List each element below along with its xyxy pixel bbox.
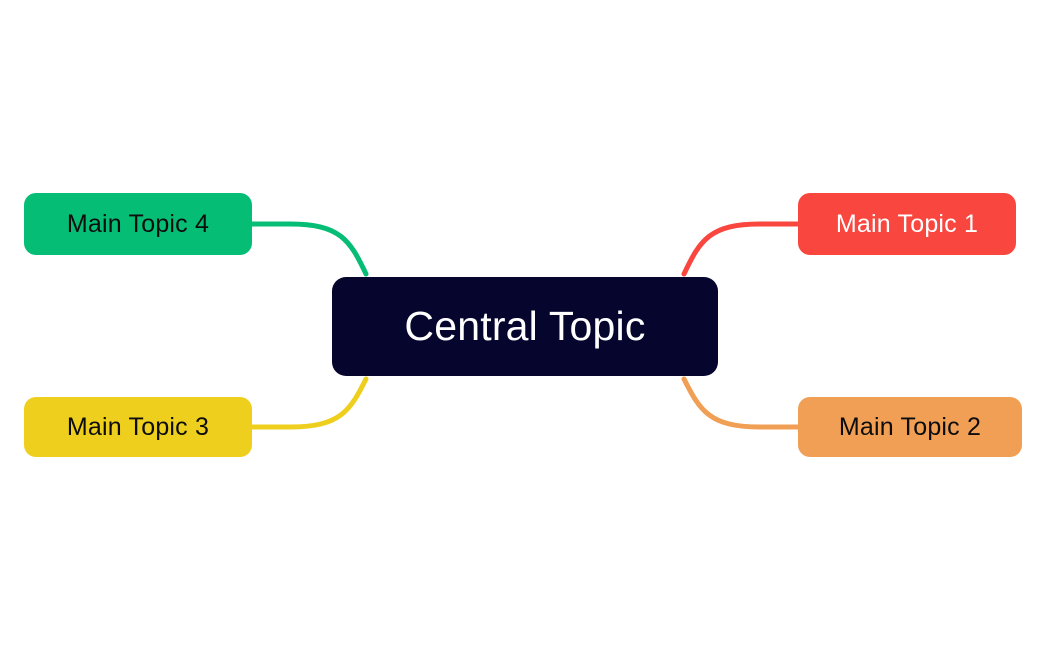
connector-topic-2 — [681, 376, 807, 430]
node-label-topic-4: Main Topic 4 — [66, 209, 210, 238]
mindmap-node-topic-4[interactable]: Main Topic 4 — [24, 193, 252, 255]
node-label-central: Central Topic — [404, 303, 646, 349]
mindmap-node-central[interactable]: Central Topic — [332, 277, 718, 376]
connector-topic-1 — [681, 221, 807, 277]
node-label-topic-1: Main Topic 1 — [835, 209, 979, 238]
node-label-topic-2: Main Topic 2 — [838, 412, 982, 441]
mindmap-node-topic-3[interactable]: Main Topic 3 — [24, 397, 252, 457]
mindmap-node-topic-2[interactable]: Main Topic 2 — [798, 397, 1022, 457]
connector-topic-4 — [243, 221, 369, 277]
node-label-topic-3: Main Topic 3 — [66, 412, 210, 441]
connector-topic-3 — [243, 376, 369, 430]
mindmap-node-topic-1[interactable]: Main Topic 1 — [798, 193, 1016, 255]
